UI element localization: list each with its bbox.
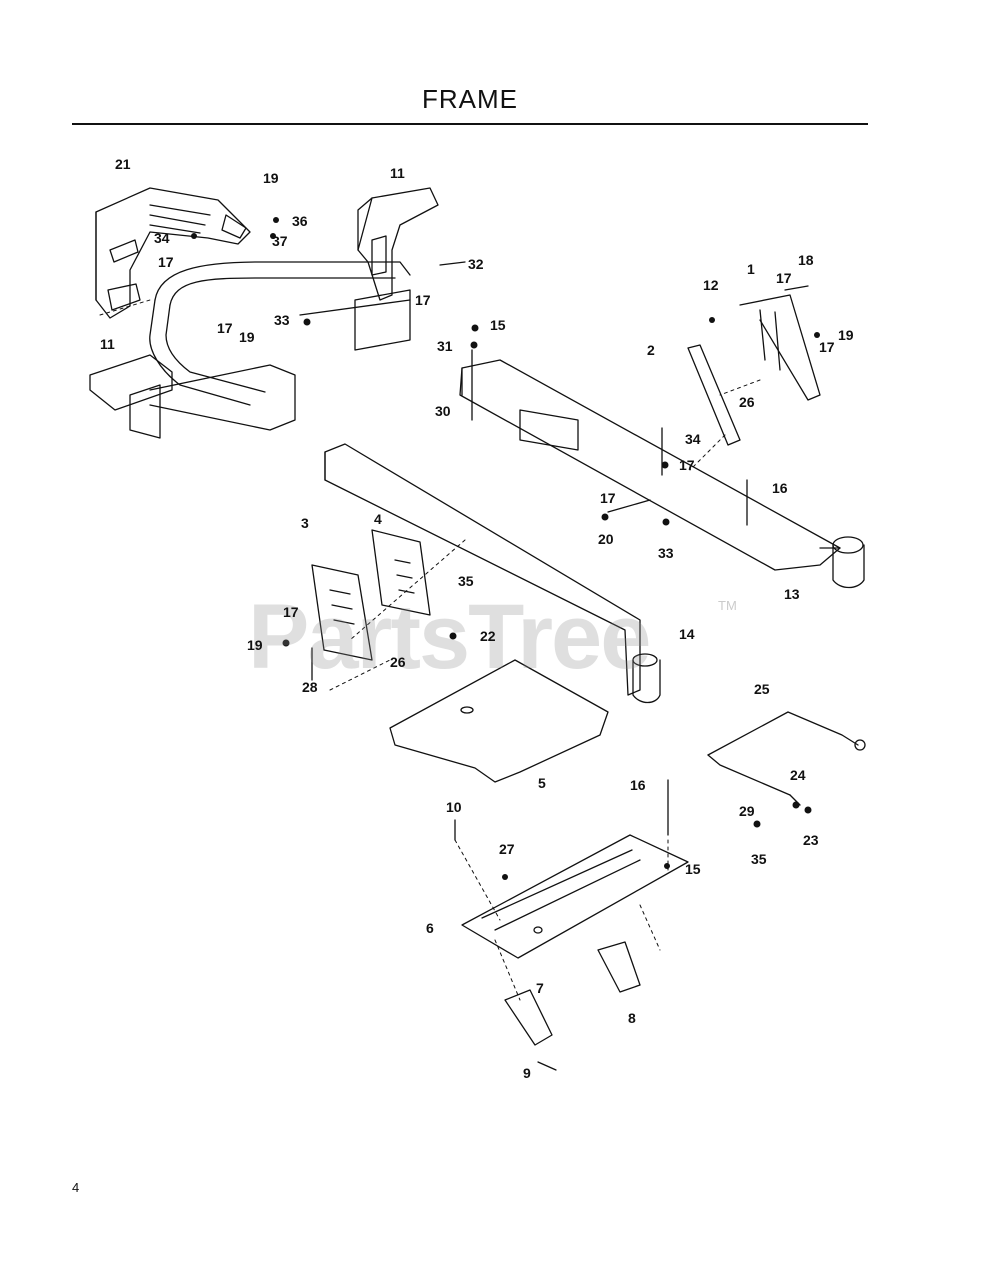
callout-14: 14 <box>679 626 695 642</box>
callout-35-lower: 35 <box>751 851 767 867</box>
callout-15-upper: 15 <box>490 317 506 333</box>
callout-8: 8 <box>628 1010 636 1026</box>
part-21-rear-bracket <box>95 187 251 319</box>
part-7-8-brackets <box>504 941 641 1071</box>
leader-lines <box>99 299 761 1001</box>
callout-13: 13 <box>784 586 800 602</box>
callout-23: 23 <box>803 832 819 848</box>
callout-17-g: 17 <box>600 490 616 506</box>
callout-29: 29 <box>739 803 755 819</box>
callout-2: 2 <box>647 342 655 358</box>
callout-17-c: 17 <box>217 320 233 336</box>
callout-9: 9 <box>523 1065 531 1081</box>
callout-34-lower: 34 <box>685 431 701 447</box>
callout-31: 31 <box>437 338 453 354</box>
callout-26-lower: 26 <box>390 654 406 670</box>
callout-17-h: 17 <box>283 604 299 620</box>
callout-36: 36 <box>292 213 308 229</box>
callout-17-e: 17 <box>819 339 835 355</box>
callout-6: 6 <box>426 920 434 936</box>
callout-27: 27 <box>499 841 515 857</box>
callout-16-upper: 16 <box>772 480 788 496</box>
callout-15-lower: 15 <box>685 861 701 877</box>
part-11-upper-bracket <box>357 187 439 301</box>
part-middle-rail <box>311 443 661 704</box>
callout-4: 4 <box>374 511 382 527</box>
parts-tree-watermark: PartsTree <box>248 586 651 688</box>
callout-11-left: 11 <box>100 336 115 352</box>
callout-21: 21 <box>115 156 131 172</box>
part-upper-frame-loop <box>149 261 411 431</box>
trademark-mark: TM <box>718 598 737 613</box>
callout-33-upper: 33 <box>274 312 290 328</box>
part-5-floor-plate <box>389 659 609 783</box>
callout-7: 7 <box>536 980 544 996</box>
callout-5: 5 <box>538 775 546 791</box>
part-right-main-rail <box>459 294 865 589</box>
callout-19-b: 19 <box>239 329 255 345</box>
callout-19-c: 19 <box>838 327 854 343</box>
callout-17-a: 17 <box>158 254 174 270</box>
callout-10: 10 <box>446 799 462 815</box>
callout-1: 1 <box>747 261 755 277</box>
callout-28: 28 <box>302 679 318 695</box>
page-number: 4 <box>72 1180 80 1195</box>
callout-17-b: 17 <box>415 292 431 308</box>
callout-17-f: 17 <box>679 457 695 473</box>
callout-30: 30 <box>435 403 451 419</box>
callout-32: 32 <box>468 256 484 272</box>
callout-18: 18 <box>798 252 814 268</box>
callout-16-lower: 16 <box>630 777 646 793</box>
callout-26-upper: 26 <box>739 394 755 410</box>
callout-22: 22 <box>480 628 496 644</box>
title-divider <box>72 123 868 125</box>
callout-19-d: 19 <box>247 637 263 653</box>
part-11-left-bracket <box>89 354 173 439</box>
callout-24: 24 <box>790 767 806 783</box>
hardware-fasteners <box>311 261 809 841</box>
callout-20: 20 <box>598 531 614 547</box>
page-title: FRAME <box>422 84 518 114</box>
callout-35-upper: 35 <box>458 573 474 589</box>
callout-12: 12 <box>703 277 719 293</box>
callout-25: 25 <box>754 681 770 697</box>
callout-19-a: 19 <box>263 170 279 186</box>
part-25-rod <box>707 711 866 806</box>
callout-34-upper: 34 <box>154 230 170 246</box>
part-6-lower-plate <box>461 834 689 959</box>
callout-11-upper: 11 <box>390 165 405 181</box>
callout-33-lower: 33 <box>658 545 674 561</box>
callout-3: 3 <box>301 515 309 531</box>
callout-37: 37 <box>272 233 288 249</box>
callout-17-d: 17 <box>776 270 792 286</box>
